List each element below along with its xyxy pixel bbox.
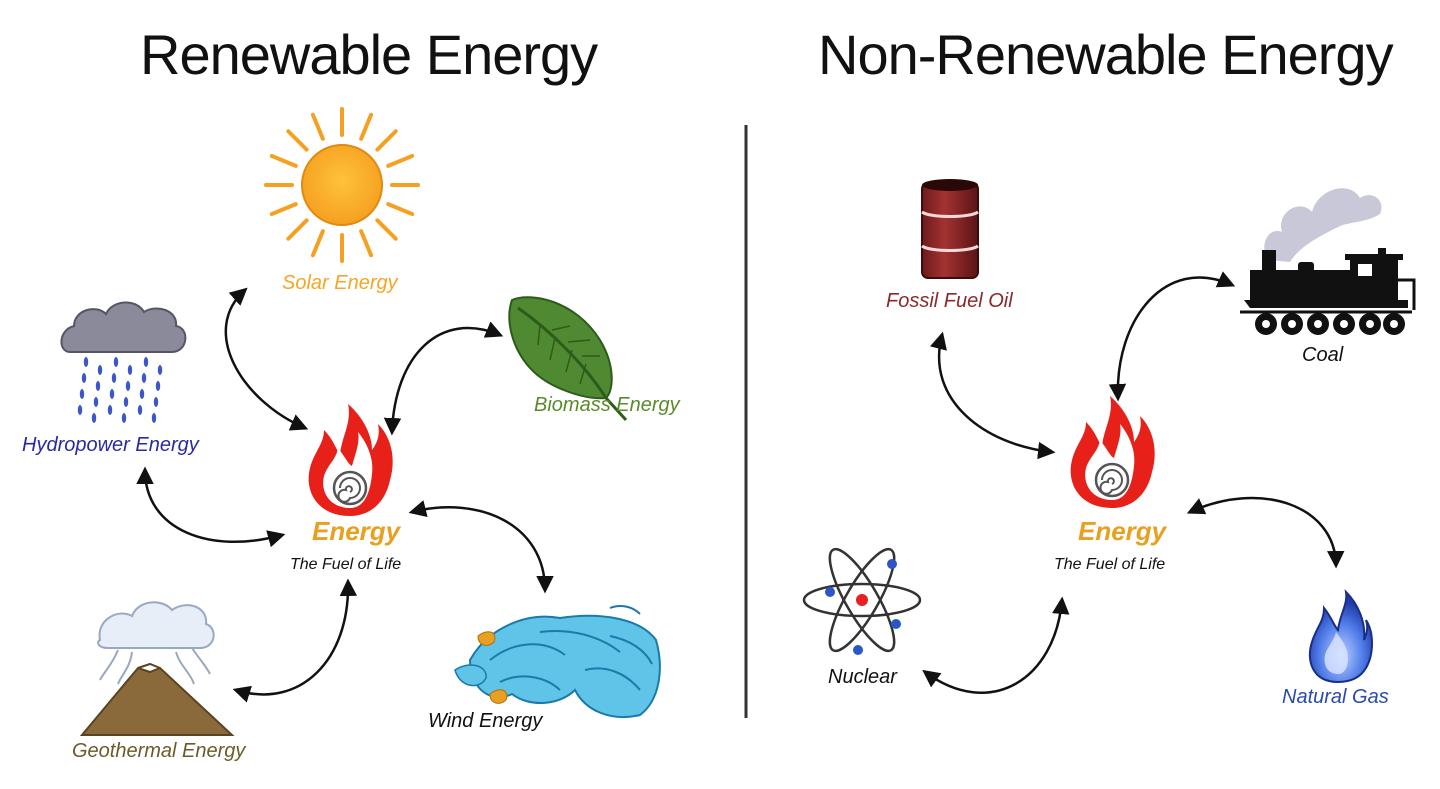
label-gas: Natural Gas bbox=[1282, 686, 1389, 708]
fire-icon-non-renewable bbox=[1070, 396, 1155, 508]
label-fuel-of-life-non-renewable: The Fuel of Life bbox=[1054, 556, 1166, 573]
label-coal: Coal bbox=[1302, 344, 1344, 366]
sun-ray bbox=[359, 112, 374, 141]
arrow-geothermal bbox=[232, 578, 358, 703]
rain-drop bbox=[93, 397, 99, 407]
label-energy-non-renewable: Energy bbox=[1078, 516, 1167, 546]
sun-icon bbox=[264, 107, 420, 263]
sun-ray bbox=[375, 129, 398, 152]
label-biomass: Biomass Energy bbox=[534, 394, 680, 416]
rain-drop bbox=[91, 413, 97, 423]
fire-icon bbox=[308, 404, 393, 516]
rain-drop bbox=[77, 405, 83, 415]
sun-ray bbox=[375, 218, 398, 241]
rain-cloud-icon bbox=[60, 301, 187, 423]
atom-icon bbox=[802, 547, 922, 655]
rain-drop bbox=[109, 389, 115, 399]
leaf-icon bbox=[508, 296, 628, 422]
rain-drop bbox=[151, 413, 157, 423]
locomotive-wheel-hub bbox=[1366, 320, 1374, 328]
label-hydropower: Hydropower Energy bbox=[22, 434, 199, 456]
sun-ray bbox=[386, 153, 415, 168]
sun-ray bbox=[269, 202, 298, 217]
locomotive-wheel-hub bbox=[1390, 320, 1398, 328]
locomotive-icon bbox=[1240, 188, 1416, 335]
sun-ray bbox=[286, 129, 309, 152]
volcano-icon bbox=[79, 601, 235, 736]
rain-drop bbox=[121, 413, 127, 423]
rain-drop bbox=[107, 405, 113, 415]
rain-drop bbox=[123, 397, 129, 407]
label-energy-renewable: Energy bbox=[312, 516, 401, 546]
arrow-oil bbox=[930, 331, 1056, 460]
rain-drop bbox=[155, 381, 161, 391]
rain-drop bbox=[79, 389, 85, 399]
rain-drop bbox=[125, 381, 131, 391]
sun-ray bbox=[286, 218, 309, 241]
sun-ray bbox=[310, 229, 325, 258]
rain-drop bbox=[139, 389, 145, 399]
arrow-wind bbox=[408, 500, 554, 594]
label-oil: Fossil Fuel Oil bbox=[886, 290, 1013, 312]
title-non-renewable: Non-Renewable Energy bbox=[818, 23, 1394, 86]
locomotive-wheel-hub bbox=[1314, 320, 1322, 328]
oil-barrel-icon bbox=[921, 179, 979, 279]
rain-drop bbox=[97, 365, 103, 375]
rain-drop bbox=[113, 357, 119, 367]
rain-drop bbox=[143, 357, 149, 367]
rain-drop bbox=[153, 397, 159, 407]
sun-ray bbox=[359, 229, 374, 258]
gas-flame-icon bbox=[1308, 589, 1373, 684]
label-solar: Solar Energy bbox=[282, 272, 398, 294]
rain-drop bbox=[137, 405, 143, 415]
title-renewable: Renewable Energy bbox=[140, 23, 598, 86]
arrow-biomass bbox=[383, 321, 504, 436]
rain-drop bbox=[141, 373, 147, 383]
rain-drop bbox=[111, 373, 117, 383]
label-wind: Wind Energy bbox=[428, 710, 543, 732]
arrow-nuclear bbox=[922, 596, 1070, 694]
arrow-coal bbox=[1108, 271, 1236, 402]
rain-drop bbox=[157, 365, 163, 375]
wind-wave-icon bbox=[454, 605, 661, 718]
label-nuclear: Nuclear bbox=[828, 666, 897, 688]
sun-ray bbox=[269, 153, 298, 168]
locomotive-wheel-hub bbox=[1288, 320, 1296, 328]
locomotive-wheel-hub bbox=[1340, 320, 1348, 328]
rain-drop bbox=[127, 365, 133, 375]
arrow-hydropower bbox=[136, 466, 286, 548]
locomotive-wheel-hub bbox=[1262, 320, 1270, 328]
arrow-solar bbox=[224, 287, 309, 431]
arrow-gas bbox=[1186, 496, 1345, 569]
rain-drop bbox=[95, 381, 101, 391]
rain-drop bbox=[83, 357, 89, 367]
label-geothermal: Geothermal Energy bbox=[72, 740, 246, 762]
label-fuel-of-life-renewable: The Fuel of Life bbox=[290, 556, 402, 573]
sun-ray bbox=[310, 112, 325, 141]
sun-ray bbox=[386, 202, 415, 217]
rain-drop bbox=[81, 373, 87, 383]
